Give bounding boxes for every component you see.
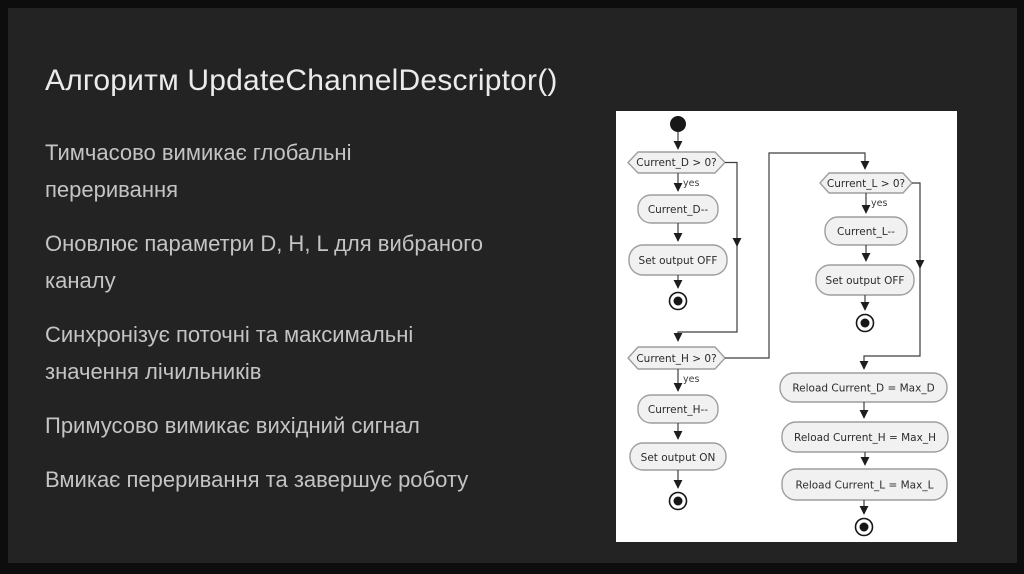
yes-label: yes [683, 178, 699, 189]
yes-label: yes [871, 198, 887, 209]
bullet-item: Примусово вимикає вихідний сигнал [45, 407, 610, 444]
yes-label: yes [683, 374, 699, 385]
activity-set-output-off-d-label: Set output OFF [639, 255, 718, 267]
bullet-line: переривання [45, 177, 179, 202]
bullet-line: значення лічильників [45, 359, 262, 384]
bullet-list: Тимчасово вимикає глобальні переривання … [45, 134, 610, 515]
start-node [670, 116, 686, 132]
decision-current-h-label: Current_H > 0? [636, 353, 716, 365]
bullet-item: Оновлює параметри D, H, L для вибраного … [45, 225, 610, 299]
activity-current-h-decrement-label: Current_H-- [648, 404, 708, 416]
activity-current-l-decrement-label: Current_L-- [837, 226, 895, 238]
final-node-4-core [859, 522, 869, 532]
bullet-line: Синхронізує поточні та максимальні [45, 322, 414, 347]
activity-diagram-panel: Current_D > 0? yes Current_D-- Set outpu… [616, 111, 957, 542]
decision-current-l-label: Current_L > 0? [827, 178, 905, 190]
bullet-item: Синхронізує поточні та максимальні значе… [45, 316, 610, 390]
activity-reload-current-d-label: Reload Current_D = Max_D [792, 383, 934, 395]
bullet-item: Вмикає переривання та завершує роботу [45, 461, 610, 498]
bullet-item: Тимчасово вимикає глобальні переривання [45, 134, 610, 208]
slide: Алгоритм UpdateChannelDescriptor() Тимча… [8, 8, 1017, 563]
bullet-line: Оновлює параметри D, H, L для вибраного [45, 231, 483, 256]
activity-reload-current-l-label: Reload Current_L = Max_L [796, 480, 934, 492]
activity-reload-current-h-label: Reload Current_H = Max_H [794, 432, 936, 444]
activity-current-d-decrement-label: Current_D-- [648, 204, 709, 216]
bullet-line: Тимчасово вимикає глобальні [45, 140, 352, 165]
edge-dec-d-no [673, 161, 738, 342]
final-node-2-core [673, 496, 683, 506]
activity-set-output-on-label: Set output ON [641, 452, 716, 464]
final-node-3-core [860, 318, 870, 328]
edge-dec-h-no [725, 152, 870, 359]
activity-set-output-off-l-label: Set output OFF [826, 275, 905, 287]
bullet-line: каналу [45, 268, 116, 293]
bullet-line: Вмикає переривання та завершує роботу [45, 467, 469, 492]
decision-current-d-label: Current_D > 0? [636, 157, 717, 169]
bullet-line: Примусово вимикає вихідний сигнал [45, 413, 420, 438]
activity-diagram: Current_D > 0? yes Current_D-- Set outpu… [627, 116, 949, 537]
final-node-1-core [673, 296, 683, 306]
edge-dec-l-no [859, 182, 921, 370]
page-title: Алгоритм UpdateChannelDescriptor() [45, 64, 558, 97]
